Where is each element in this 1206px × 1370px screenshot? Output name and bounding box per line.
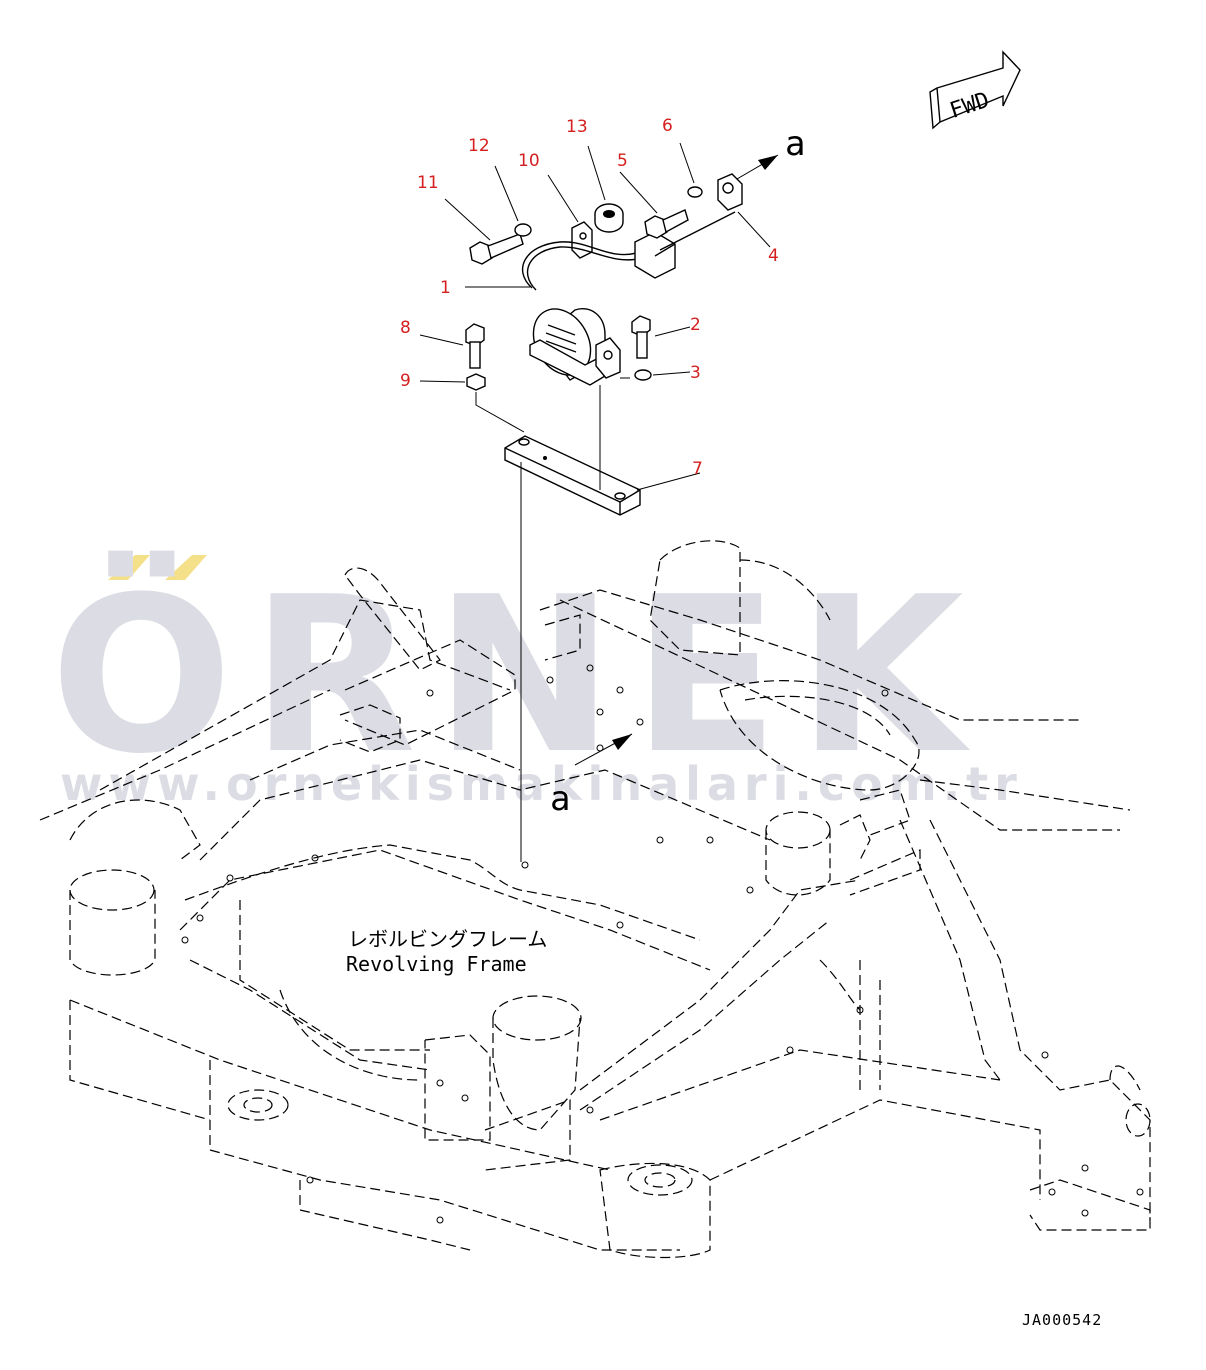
alarm-horn-1	[529, 308, 621, 386]
callout-11: 11	[417, 173, 439, 193]
fwd-label: FWD	[947, 88, 993, 124]
view-marker-top: a	[724, 124, 805, 187]
watermark-brand: ÖRNEK	[50, 550, 982, 801]
revolving-frame	[39, 540, 1151, 1259]
drawing-id: JA000542	[1022, 1311, 1102, 1329]
harness-wire	[521, 241, 641, 289]
callout-13: 13	[566, 117, 588, 137]
callout-9: 9	[400, 371, 411, 391]
washer-12	[514, 223, 532, 237]
callout-7: 7	[692, 459, 703, 479]
view-marker-mid: a	[550, 733, 633, 819]
bolt-8	[465, 323, 485, 369]
bolt-11	[469, 233, 524, 265]
callout-1: 1	[440, 278, 451, 298]
connector	[634, 231, 676, 279]
washer-6	[687, 186, 703, 198]
fwd-arrow: FWD	[929, 50, 1021, 130]
callouts: 1 2 3 4 5 6 7 8 9 10 11 12 13	[400, 116, 779, 479]
bolt-5	[644, 209, 689, 239]
callout-2: 2	[690, 315, 701, 335]
callout-8: 8	[400, 318, 411, 338]
spacer-13	[594, 203, 624, 233]
washer-3	[634, 369, 652, 381]
callout-3: 3	[690, 363, 701, 383]
watermark-url: www.ornekismakinalari.com.tr	[60, 757, 1023, 811]
watermark-umlaut-left	[108, 555, 150, 580]
watermark: ÖRNEK www.ornekismakinalari.com.tr	[50, 550, 1023, 811]
callout-6: 6	[662, 116, 673, 136]
watermark-umlaut-right	[165, 555, 207, 580]
view-marker-a-top: a	[785, 124, 805, 164]
bolt-2	[631, 315, 651, 359]
nut-9	[466, 373, 486, 391]
view-marker-a-mid: a	[550, 779, 570, 819]
callout-5: 5	[617, 151, 628, 171]
frame-label-en: Revolving Frame	[346, 952, 527, 976]
callout-12: 12	[468, 136, 490, 156]
callout-4: 4	[768, 246, 779, 266]
plate-7	[504, 435, 641, 516]
bracket-4	[659, 173, 743, 251]
frame-label: レボルビングフレーム Revolving Frame	[346, 927, 547, 976]
callout-10: 10	[518, 151, 540, 171]
clip-10	[571, 221, 593, 259]
frame-label-jp: レボルビングフレーム	[348, 927, 547, 951]
callout-leaders	[419, 142, 771, 491]
alarm-assembly	[465, 173, 743, 862]
